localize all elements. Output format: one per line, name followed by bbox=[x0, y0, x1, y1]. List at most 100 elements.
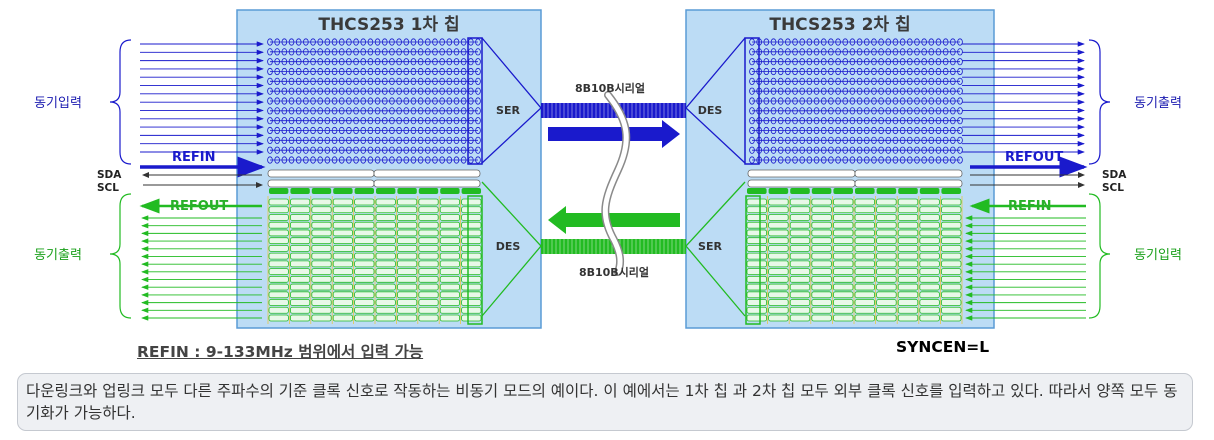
register-cell bbox=[424, 67, 431, 76]
register-cell bbox=[317, 97, 324, 105]
register-cell bbox=[267, 117, 273, 125]
register-cell bbox=[418, 221, 439, 229]
register-cell bbox=[389, 126, 395, 135]
register-cell bbox=[317, 136, 324, 144]
register-cell bbox=[311, 206, 332, 214]
register-cell bbox=[439, 244, 461, 252]
register-cell bbox=[856, 38, 863, 46]
register-cell bbox=[785, 156, 791, 164]
register-cell bbox=[842, 97, 849, 105]
register-cell bbox=[417, 136, 424, 144]
register-cell bbox=[353, 146, 359, 154]
register-cell bbox=[289, 299, 311, 306]
bus-segment bbox=[747, 169, 856, 178]
left-refin-label: REFIN bbox=[172, 150, 216, 165]
register-cell bbox=[828, 136, 834, 144]
sync-cell bbox=[747, 188, 767, 194]
register-cell bbox=[353, 67, 359, 76]
register-cell bbox=[461, 283, 482, 291]
register-cell bbox=[303, 48, 309, 56]
register-cell bbox=[389, 146, 395, 154]
register-cell bbox=[418, 237, 439, 245]
register-cell bbox=[749, 117, 755, 125]
sync-cell bbox=[354, 188, 374, 194]
register-cell bbox=[770, 48, 777, 56]
register-cell bbox=[876, 275, 897, 283]
register-cell bbox=[332, 229, 354, 237]
register-cell bbox=[375, 221, 396, 229]
register-cell bbox=[268, 314, 289, 322]
register-cell bbox=[381, 146, 388, 154]
bus-segment bbox=[854, 169, 963, 178]
register-cell bbox=[346, 38, 352, 46]
register-cell bbox=[295, 38, 302, 46]
register-cell bbox=[885, 58, 892, 66]
left-refout-label: REFOUT bbox=[170, 199, 228, 214]
register-cell bbox=[914, 77, 920, 85]
register-cell bbox=[360, 48, 367, 56]
register-cell bbox=[928, 87, 935, 95]
register-cell bbox=[935, 58, 942, 66]
left-sync-out-brace bbox=[109, 193, 132, 319]
register-cell bbox=[396, 268, 418, 276]
register-cell bbox=[360, 156, 367, 164]
register-cell bbox=[396, 275, 418, 283]
register-cell bbox=[389, 117, 395, 125]
register-cell bbox=[360, 67, 367, 76]
register-cell bbox=[374, 146, 381, 154]
register-cell bbox=[897, 206, 919, 214]
register-cell bbox=[876, 314, 897, 322]
register-cell bbox=[418, 244, 439, 252]
register-cell bbox=[396, 117, 402, 125]
register-cell bbox=[921, 146, 927, 154]
register-cell bbox=[439, 252, 461, 260]
register-cell bbox=[950, 48, 956, 56]
register-cell bbox=[303, 156, 309, 164]
register-cell bbox=[475, 136, 481, 144]
register-cell bbox=[856, 48, 863, 56]
register-cell bbox=[892, 156, 899, 164]
register-cell bbox=[941, 214, 962, 221]
register-cell bbox=[396, 97, 402, 105]
register-cell bbox=[835, 48, 841, 56]
register-cell bbox=[885, 87, 892, 95]
register-cell bbox=[460, 136, 467, 144]
register-cell bbox=[897, 221, 919, 229]
register-cell bbox=[835, 67, 841, 76]
register-cell bbox=[324, 107, 331, 115]
refin-range-note: REFIN : 9-133MHz 범위에서 입력 가능 bbox=[137, 343, 424, 361]
register-cell bbox=[828, 67, 834, 76]
register-cell bbox=[770, 117, 777, 125]
register-cell bbox=[957, 97, 963, 105]
register-cell bbox=[439, 291, 461, 299]
register-cell bbox=[899, 107, 906, 115]
register-cell bbox=[928, 38, 935, 46]
register-cell bbox=[906, 146, 913, 154]
register-cell bbox=[921, 87, 927, 95]
register-cell bbox=[460, 67, 467, 76]
register-cell bbox=[281, 77, 288, 85]
register-cell bbox=[418, 260, 439, 268]
register-cell bbox=[768, 206, 789, 214]
register-cell bbox=[768, 260, 789, 268]
register-cell bbox=[281, 156, 288, 164]
register-cell bbox=[828, 117, 834, 125]
register-cell bbox=[410, 58, 417, 66]
register-cell bbox=[957, 117, 963, 125]
register-cell bbox=[367, 117, 374, 125]
register-cell bbox=[289, 229, 311, 237]
register-cell bbox=[813, 117, 820, 125]
register-cell bbox=[806, 117, 813, 125]
register-cell bbox=[303, 67, 309, 76]
register-cell bbox=[453, 38, 460, 46]
register-cell bbox=[439, 221, 461, 229]
bus-segment bbox=[267, 179, 375, 188]
register-cell bbox=[353, 38, 359, 46]
register-cell bbox=[842, 48, 849, 56]
register-cell bbox=[935, 136, 942, 144]
register-cell bbox=[863, 87, 870, 95]
register-cell bbox=[813, 48, 820, 56]
register-cell bbox=[777, 38, 784, 46]
register-cell bbox=[828, 97, 834, 105]
register-cell bbox=[303, 126, 309, 135]
